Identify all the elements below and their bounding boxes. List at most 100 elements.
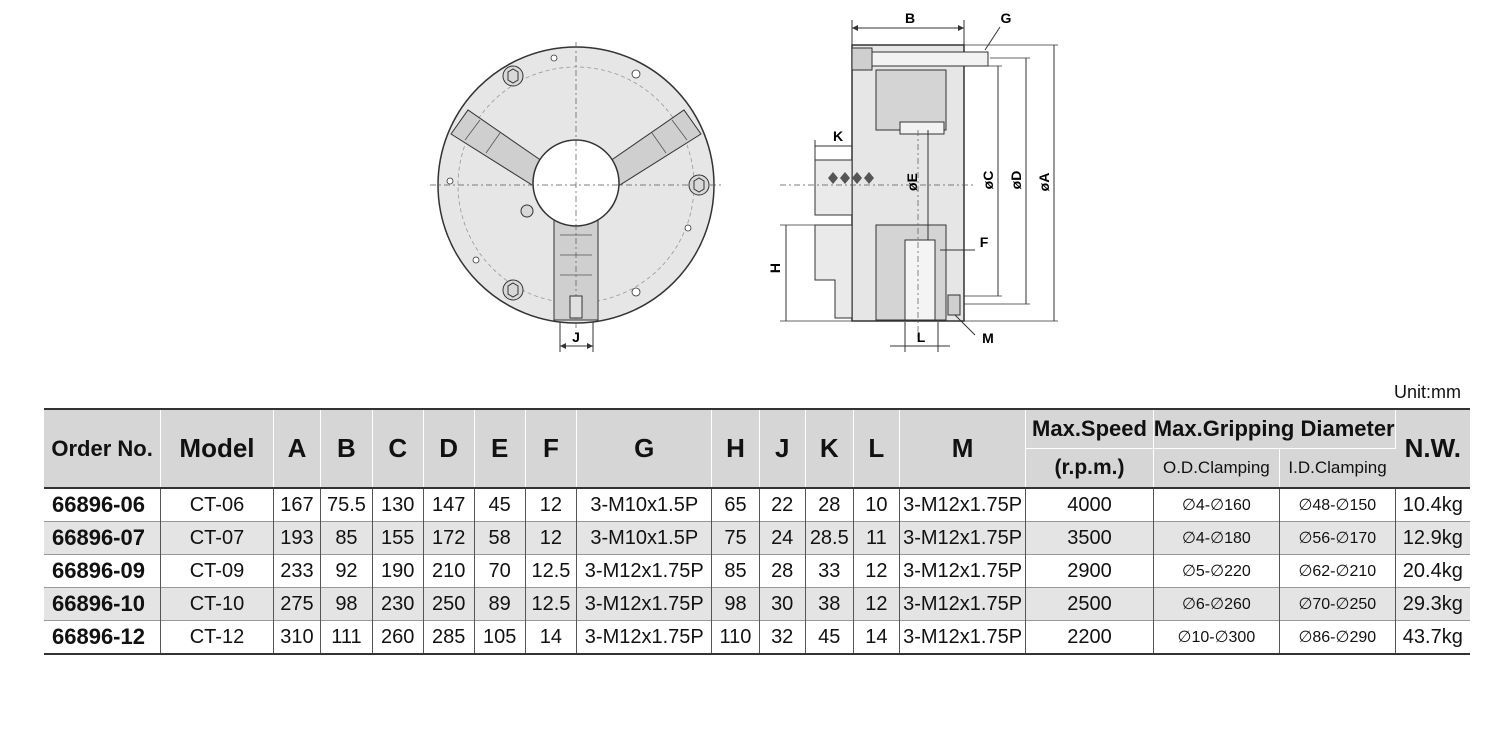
cell-h: 110 <box>711 620 760 655</box>
dim-label-a: øA <box>1036 173 1052 192</box>
chuck-technical-drawing: J B G K øE <box>430 10 1058 352</box>
cell-nw: 10.4kg <box>1395 487 1470 522</box>
cell-j: 24 <box>759 521 806 555</box>
cell-d: 147 <box>423 487 475 522</box>
cell-c: 130 <box>372 487 424 522</box>
cell-f: 12 <box>525 487 578 522</box>
header-d: D <box>423 408 475 488</box>
dim-label-l: L <box>917 329 926 345</box>
model: CT-07 <box>160 521 274 555</box>
model: CT-09 <box>160 554 274 588</box>
header-model: Model <box>160 408 274 488</box>
cell-nw: 12.9kg <box>1395 521 1470 555</box>
cell-h: 98 <box>711 587 760 621</box>
cell-nw: 29.3kg <box>1395 587 1470 621</box>
cell-k: 28.5 <box>805 521 854 555</box>
header-h: H <box>711 408 760 488</box>
cell-f: 14 <box>525 620 578 655</box>
cell-a: 193 <box>273 521 322 555</box>
dim-label-g: G <box>1001 10 1012 26</box>
header-f: F <box>525 408 578 488</box>
cell-l: 12 <box>853 554 900 588</box>
cell-m: 3-M12x1.75P <box>899 487 1027 522</box>
model: CT-06 <box>160 487 274 522</box>
header-j: J <box>759 408 806 488</box>
cell-d: 250 <box>423 587 475 621</box>
header-order-no: Order No. <box>44 408 162 488</box>
order-no: 66896-12 <box>44 620 162 655</box>
cell-od: ∅6-∅260 <box>1153 587 1280 621</box>
table-row: 66896-07 CT-07 193 85 155 172 58 12 3-M1… <box>44 521 1470 555</box>
dim-label-d: øD <box>1008 171 1024 190</box>
chuck-front-view: J <box>430 42 722 352</box>
cell-l: 14 <box>853 620 900 655</box>
cell-h: 85 <box>711 554 760 588</box>
cell-f: 12 <box>525 521 578 555</box>
cell-b: 85 <box>320 521 373 555</box>
cell-c: 190 <box>372 554 424 588</box>
header-b: B <box>320 408 373 488</box>
model: CT-12 <box>160 620 274 655</box>
specification-table: Order No. Model A B C D E F G H J K L M … <box>44 408 1470 655</box>
cell-e: 105 <box>474 620 526 655</box>
cell-k: 38 <box>805 587 854 621</box>
cell-e: 45 <box>474 487 526 522</box>
header-m: M <box>899 408 1027 488</box>
cell-m: 3-M12x1.75P <box>899 521 1027 555</box>
cell-j: 22 <box>759 487 806 522</box>
header-net-weight: N.W. <box>1395 408 1470 488</box>
dim-label-e: øE <box>904 173 920 191</box>
cell-speed: 4000 <box>1025 487 1154 522</box>
cell-c: 155 <box>372 521 424 555</box>
cell-c: 230 <box>372 587 424 621</box>
unit-label: Unit:mm <box>1394 382 1461 402</box>
table-row: 66896-12 CT-12 310 111 260 285 105 14 3-… <box>44 620 1470 655</box>
dim-label-j: J <box>572 329 580 345</box>
table-row: 66896-06 CT-06 167 75.5 130 147 45 12 3-… <box>44 487 1470 522</box>
dim-label-k: K <box>833 128 843 144</box>
cell-od: ∅5-∅220 <box>1153 554 1280 588</box>
cell-a: 233 <box>273 554 322 588</box>
header-od-clamping: O.D.Clamping <box>1153 448 1280 488</box>
cell-a: 167 <box>273 487 322 522</box>
cell-speed: 2900 <box>1025 554 1154 588</box>
cell-speed: 2500 <box>1025 587 1154 621</box>
cell-c: 260 <box>372 620 424 655</box>
cell-nw: 43.7kg <box>1395 620 1470 655</box>
dim-label-b: B <box>905 10 915 26</box>
header-rpm: (r.p.m.) <box>1025 448 1154 488</box>
cell-j: 30 <box>759 587 806 621</box>
order-no: 66896-07 <box>44 521 162 555</box>
header-a: A <box>273 408 322 488</box>
cell-k: 33 <box>805 554 854 588</box>
cell-od: ∅10-∅300 <box>1153 620 1280 655</box>
header-max-speed: Max.Speed <box>1025 408 1154 449</box>
cell-od: ∅4-∅160 <box>1153 487 1280 522</box>
cell-g: 3-M12x1.75P <box>576 554 713 588</box>
cell-j: 32 <box>759 620 806 655</box>
cell-nw: 20.4kg <box>1395 554 1470 588</box>
model: CT-10 <box>160 587 274 621</box>
cell-g: 3-M12x1.75P <box>576 587 713 621</box>
cell-m: 3-M12x1.75P <box>899 587 1027 621</box>
cell-b: 111 <box>320 620 373 655</box>
dim-label-h: H <box>767 263 783 273</box>
dim-label-m: M <box>982 330 994 346</box>
header-l: L <box>853 408 900 488</box>
header-g: G <box>576 408 713 488</box>
cell-f: 12.5 <box>525 587 578 621</box>
cell-speed: 3500 <box>1025 521 1154 555</box>
cell-d: 285 <box>423 620 475 655</box>
cell-l: 11 <box>853 521 900 555</box>
table-row: 66896-09 CT-09 233 92 190 210 70 12.5 3-… <box>44 554 1470 588</box>
header-c: C <box>372 408 424 488</box>
cell-id: ∅70-∅250 <box>1279 587 1396 621</box>
cell-speed: 2200 <box>1025 620 1154 655</box>
cell-b: 92 <box>320 554 373 588</box>
cell-l: 12 <box>853 587 900 621</box>
order-no: 66896-10 <box>44 587 162 621</box>
cell-e: 89 <box>474 587 526 621</box>
cell-h: 75 <box>711 521 760 555</box>
cell-h: 65 <box>711 487 760 522</box>
cell-e: 58 <box>474 521 526 555</box>
